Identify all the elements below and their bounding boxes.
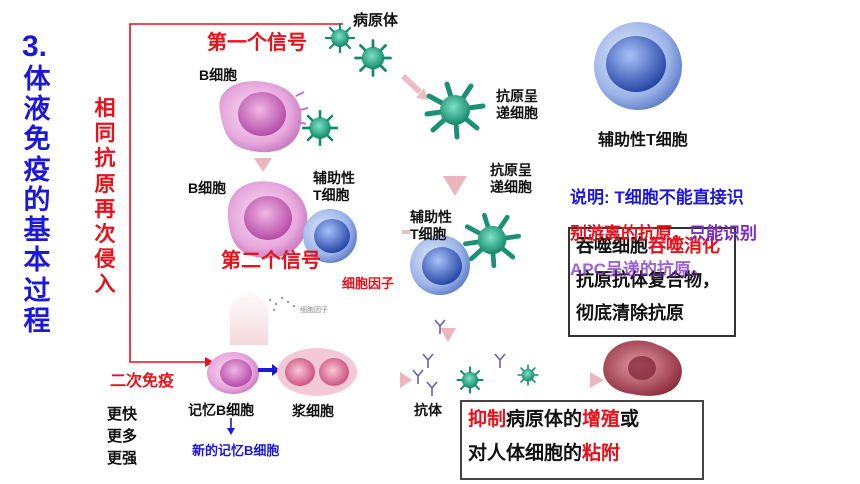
label-cytokine-small: 细胞因子 (300, 307, 328, 314)
title-vertical: 体 液 免 疫 的 基 本 过 程 (22, 64, 52, 336)
label-apc-1: 抗原呈 递细胞 (496, 88, 538, 122)
reinvade-char: 入 (94, 273, 116, 297)
helper-t-cell-mid (303, 209, 357, 263)
label-stronger: 更强 (107, 450, 138, 467)
title-char: 液 (23, 94, 51, 125)
note-line2: 别游离的抗原，只能识别 (570, 219, 757, 244)
phagocyte-digest: 吞噬消化 (648, 236, 720, 256)
label-apc-1-line1: 抗原呈 (496, 88, 538, 104)
title-char: 本 (23, 245, 51, 276)
label-b-cell-1: B细胞 (199, 67, 238, 83)
pathogen-virus-large (354, 39, 392, 77)
antibody-function-box (460, 400, 704, 480)
label-secondary-response: 二次免疫 (110, 373, 175, 390)
reinvade-char: 抗 (94, 147, 116, 171)
label-helper-t-large: 辅助性T细胞 (598, 132, 688, 149)
word-or: 或 (620, 409, 640, 430)
title-char: 的 (23, 184, 51, 215)
label-apc-1-line2: 递细胞 (496, 105, 538, 121)
pathway-arrows (230, 73, 604, 388)
word-adhesion: 粘附 (582, 443, 621, 464)
title-number: 3. (22, 30, 48, 63)
title-char: 程 (23, 305, 51, 336)
b-cell-1 (219, 81, 309, 153)
helper-t-cell-large (594, 22, 682, 110)
word-pathogen-of: 病原体的 (506, 409, 583, 430)
title-char: 疫 (23, 154, 51, 185)
label-b-cell-2: B细胞 (188, 180, 227, 196)
reinvade-arrowhead (205, 357, 214, 367)
phagocyte-line2: 抗原抗体复合物， (576, 270, 720, 290)
antibody-function-line2: 对人体细胞的粘附 (468, 444, 620, 464)
reinvade-line (129, 23, 343, 363)
label-apc-2-line2: 递细胞 (490, 179, 532, 195)
word-body-cell-of: 对人体细胞的 (468, 443, 583, 464)
memory-b-cell (207, 352, 259, 394)
label-signal-2: 第二个信号 (221, 250, 321, 272)
phagocyte-box (568, 227, 736, 337)
pathogen-virus-small (324, 22, 356, 54)
label-new-memory-b: 新的记忆B细胞 (192, 443, 280, 458)
word-proliferation: 增殖 (582, 409, 621, 430)
phagocyte-line1: 吞噬细胞吞噬消化 (576, 236, 720, 256)
apc-cell-2 (465, 215, 518, 265)
memory-to-plasma-arrow (258, 364, 280, 376)
note-text-2a: 别游离的抗原， (570, 224, 689, 243)
reinvade-char: 次 (94, 222, 116, 246)
label-helper-t-low-line1: 辅助性 (410, 209, 452, 225)
label-helper-t-low: 辅助性 T细胞 (410, 209, 452, 243)
cytokine-dots (268, 296, 296, 312)
plasma-cell (277, 348, 357, 396)
label-antibody: 抗体 (414, 402, 442, 418)
label-plasma: 浆细胞 (292, 403, 334, 419)
title-char: 体 (23, 64, 51, 94)
note-line1: 说明: T细胞不能直接识 (570, 183, 744, 208)
b-cell-2 (227, 181, 308, 259)
reinvade-char: 同 (94, 122, 116, 146)
title-char: 过 (23, 275, 51, 306)
label-more: 更多 (107, 428, 138, 445)
title-char: 基 (23, 215, 51, 246)
phagocyte-line3: 彻底清除抗原 (576, 303, 684, 323)
title-char: 免 (23, 124, 51, 155)
body-cell (603, 340, 682, 396)
note-text-1: T细胞不能直接识 (614, 188, 744, 207)
label-memory-b: 记忆B细胞 (188, 402, 255, 418)
label-cytokine: 细胞因子 (342, 276, 395, 291)
new-memory-arrow (227, 418, 235, 435)
note-text-2b: 只能识别 (689, 224, 757, 243)
helper-t-cell-low (410, 235, 470, 295)
label-signal-1: 第一个信号 (207, 32, 307, 54)
word-inhibit: 抑制 (468, 409, 507, 430)
reinvade-char: 侵 (94, 248, 116, 272)
apc-cell-1 (427, 84, 483, 137)
label-apc-2-line1: 抗原呈 (490, 162, 532, 178)
label-helper-t-mid-line2: T细胞 (313, 187, 350, 203)
label-helper-t-mid: 辅助性 T细胞 (313, 170, 355, 204)
label-pathogen: 病原体 (353, 12, 399, 29)
reinvade-char: 原 (94, 172, 116, 196)
label-apc-2: 抗原呈 递细胞 (490, 162, 532, 196)
virus-antibody-complex-2 (517, 364, 539, 386)
antibodies (412, 319, 506, 397)
note-prefix: 说明: (570, 188, 610, 207)
label-helper-t-low-line2: T细胞 (410, 226, 447, 242)
label-faster: 更快 (107, 406, 138, 423)
antibody-function-line1: 抑制病原体的增殖或 (468, 410, 639, 430)
pathogen-virus-b (301, 109, 339, 147)
note-line3: APC呈递的抗原。 (570, 260, 708, 279)
reinvade-char: 相 (94, 97, 116, 120)
virus-antibody-complex-1 (456, 366, 484, 394)
reinvade-vertical: 相 同 抗 原 再 次 侵 入 (90, 96, 120, 298)
phagocyte-word: 吞噬细胞 (576, 236, 648, 256)
reinvade-char: 再 (94, 197, 116, 221)
label-helper-t-mid-line1: 辅助性 (313, 170, 355, 186)
